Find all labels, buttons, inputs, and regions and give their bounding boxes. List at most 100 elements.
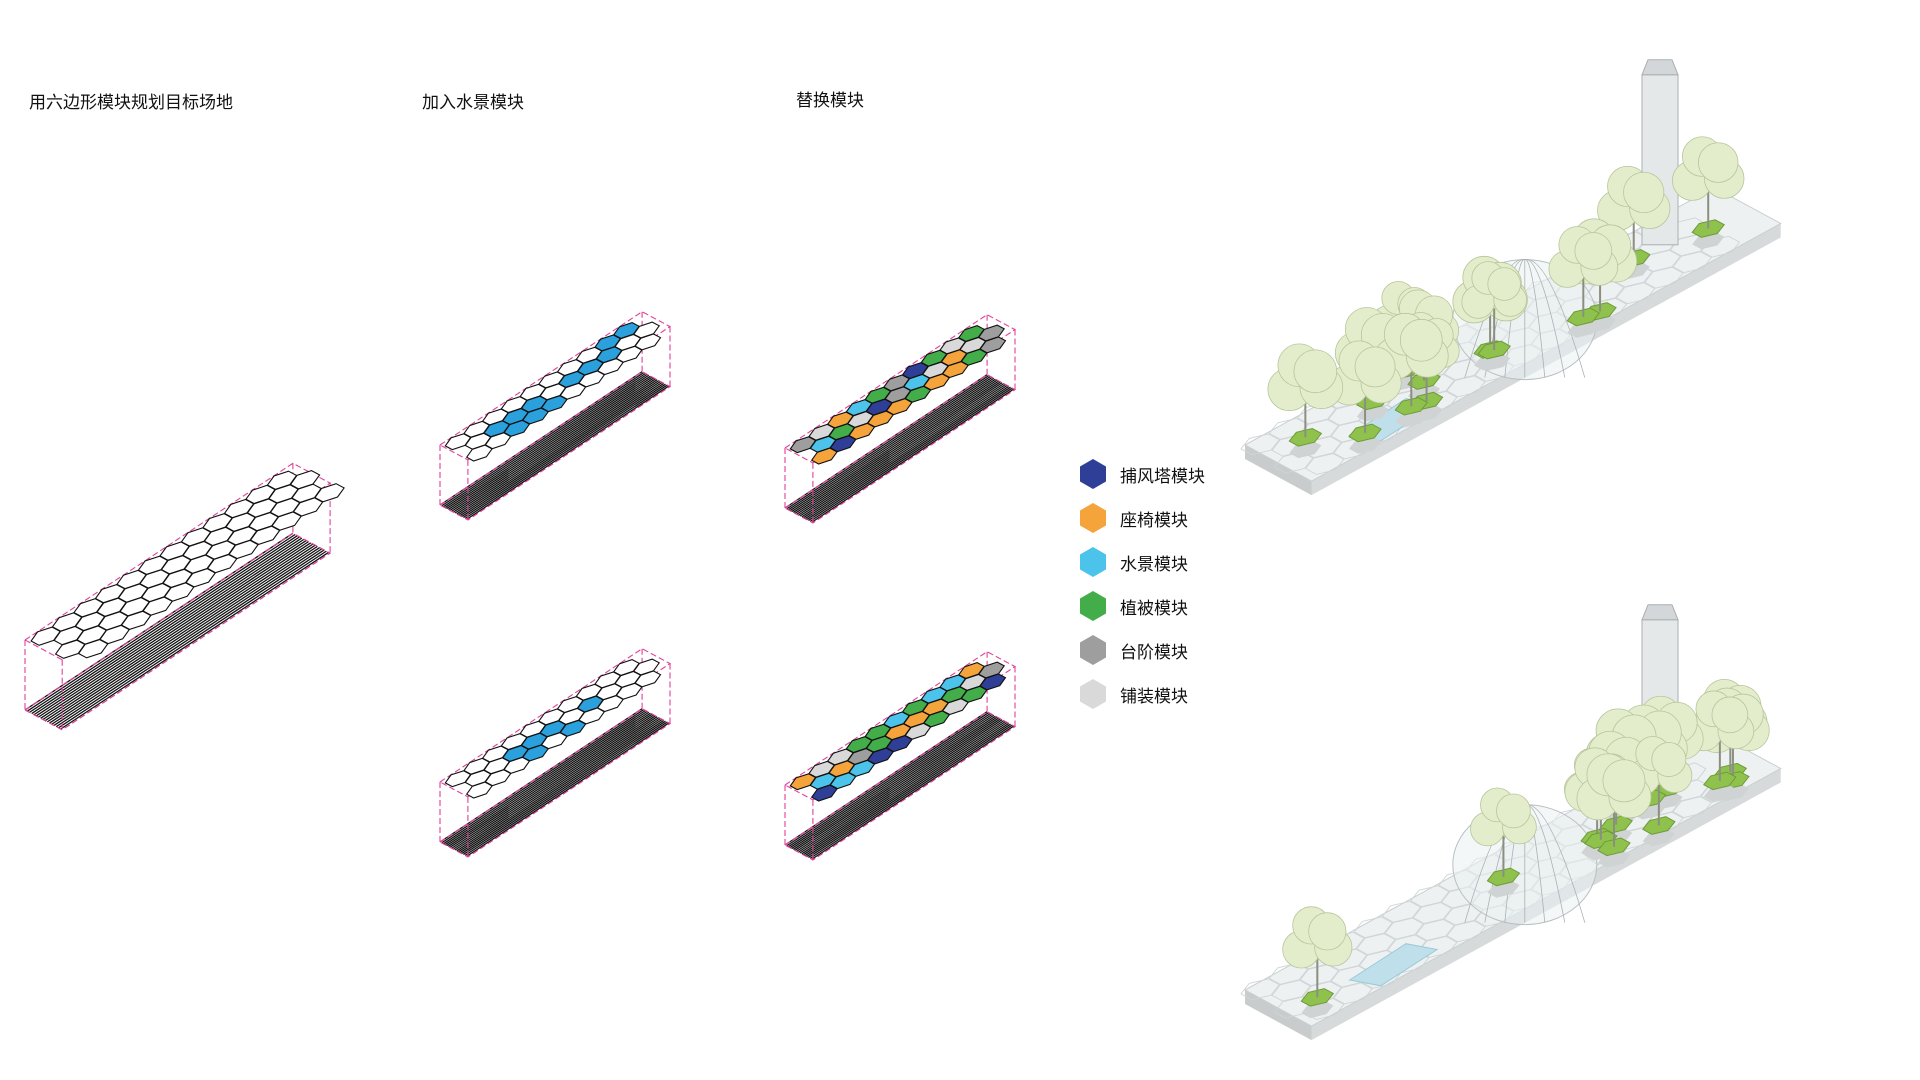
hatch-line — [29, 535, 298, 713]
legend-item: 水景模块 — [1078, 546, 1188, 578]
hatch-line — [466, 385, 670, 520]
hatch-line — [791, 714, 995, 850]
legend-label: 植被模块 — [1120, 598, 1188, 619]
step3-top-diagram-hex-grid — [789, 324, 1007, 465]
hatch-line — [459, 718, 663, 854]
paving-hex — [1615, 282, 1656, 305]
legend-item: 植被模块 — [1078, 590, 1188, 622]
hatch-line — [31, 536, 300, 715]
hatch-line — [809, 387, 1013, 522]
hatch-line — [453, 715, 656, 850]
hatch-line — [33, 537, 303, 716]
hatch-line — [796, 717, 1000, 852]
hatch-line — [456, 717, 660, 852]
legend-label: 捕风塔模块 — [1120, 466, 1205, 487]
hatch-line — [786, 712, 990, 847]
hatch-line — [803, 383, 1006, 519]
hatch-line — [444, 710, 648, 846]
landscape-bottom-render — [1240, 604, 1782, 1041]
slab-side — [1245, 990, 1312, 1041]
planter-grass — [1597, 837, 1631, 857]
paving-hex — [1412, 902, 1453, 924]
hatch-line — [49, 545, 318, 724]
hexagon-swatch — [1080, 679, 1106, 709]
hatch-line — [806, 385, 1010, 521]
wind-tower-cap — [1641, 604, 1679, 621]
hatch-line — [809, 724, 1013, 859]
hatch-line — [801, 383, 1005, 518]
hatch-line — [446, 711, 650, 847]
legend-label: 台阶模块 — [1120, 642, 1188, 663]
hatch-line — [441, 709, 645, 844]
tree-foliage — [1623, 171, 1665, 213]
paving-hex — [1672, 251, 1712, 274]
base-outline — [23, 532, 332, 731]
tree-foliage — [1711, 696, 1749, 734]
hatch-line — [464, 384, 668, 519]
hatch-line — [40, 541, 309, 719]
step1-hex-grid — [30, 470, 345, 659]
hatch-line — [35, 538, 305, 717]
step2-top-diagram-base — [438, 311, 672, 521]
hatch-line — [804, 384, 1008, 520]
step2-top-diagram — [438, 311, 672, 521]
legend-label: 铺装模块 — [1120, 686, 1188, 707]
hatch-line — [456, 380, 660, 515]
hatch-line — [466, 722, 670, 857]
hatch-line — [42, 542, 312, 721]
water-pool — [1348, 943, 1439, 987]
hatch-line — [796, 380, 1000, 515]
hexagon-swatch-icon — [1080, 459, 1106, 489]
hatch-line — [448, 375, 651, 510]
top-outline — [783, 314, 1017, 464]
paving-hex — [1409, 885, 1450, 908]
paving-hex — [1446, 920, 1486, 943]
hex-cell — [634, 333, 662, 351]
legend-label: 水景模块 — [1120, 554, 1188, 575]
hex-cell — [979, 673, 1007, 691]
step3-bottom-diagram — [783, 651, 1017, 861]
hatch-line — [789, 713, 993, 849]
tree-foliage — [1574, 232, 1613, 270]
hatch-line — [793, 378, 996, 513]
paving-hex — [1356, 933, 1396, 956]
hexagon-swatch — [1080, 635, 1106, 665]
step2-bottom-diagram — [438, 648, 672, 858]
step3-title: 替换模块 — [796, 91, 864, 111]
step3-top-diagram-base — [783, 314, 1017, 524]
dome-rib — [1524, 259, 1586, 378]
step2-bottom-diagram-hex-grid — [444, 658, 662, 799]
hatch-line — [804, 721, 1008, 857]
hatch-line — [808, 723, 1011, 859]
hatch-line — [60, 551, 329, 730]
hex-cell — [444, 433, 472, 451]
tree-foliage — [1602, 759, 1646, 803]
legend-item: 座椅模块 — [1078, 502, 1188, 534]
hex-cell — [789, 436, 817, 454]
hexagon-swatch-icon — [1080, 635, 1106, 665]
paving-hex — [1700, 235, 1741, 258]
paving-hex — [1415, 919, 1455, 941]
step1-base — [23, 462, 332, 731]
hatch-line — [791, 377, 995, 513]
hatch-line — [449, 376, 653, 511]
hatch-line — [454, 379, 658, 514]
hexagon-swatch-icon — [1080, 547, 1106, 577]
paving-hex — [1644, 266, 1684, 289]
hatch-line — [787, 375, 991, 511]
hexagon-swatch — [1080, 459, 1106, 489]
hatch-line — [463, 383, 666, 519]
hex-cell — [444, 770, 472, 788]
legend-item: 台阶模块 — [1078, 634, 1188, 666]
hatch-line — [458, 717, 661, 853]
tree-foliage — [1487, 267, 1521, 301]
top-outline — [438, 648, 672, 798]
hatch-line — [51, 547, 321, 725]
hexagon-swatch — [1080, 547, 1106, 577]
tree-foliage — [1308, 912, 1347, 951]
paving-hex — [1302, 981, 1342, 1003]
step2-bottom-diagram-base — [438, 648, 672, 858]
top-outline — [23, 462, 332, 661]
paving-hex — [1672, 796, 1712, 819]
